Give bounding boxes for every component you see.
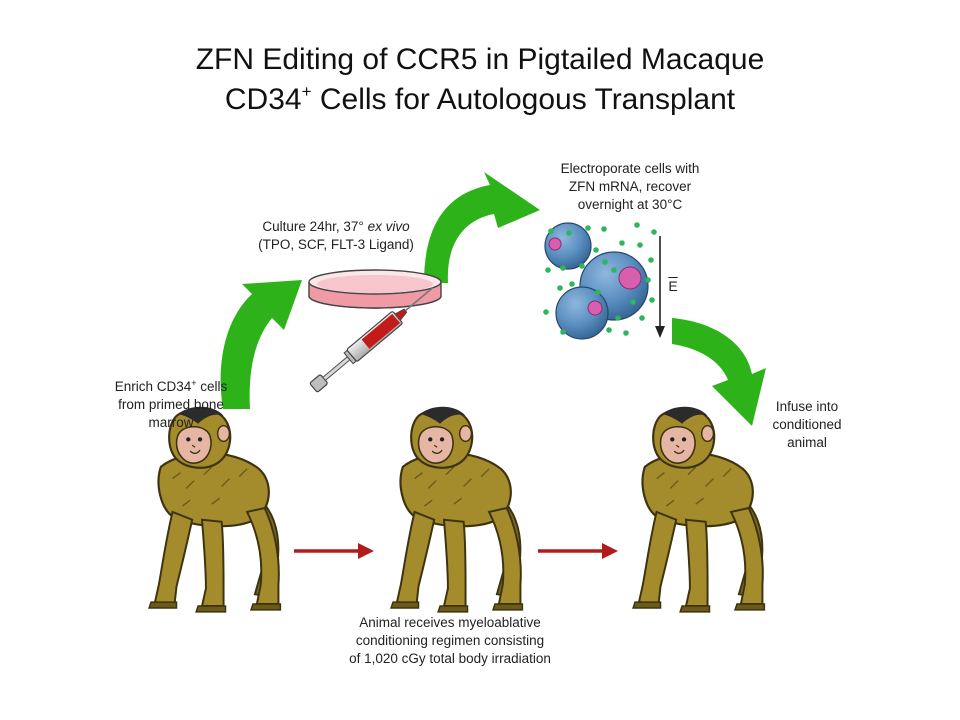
label-culture-line1: Culture 24hr, 37° ex vivo	[236, 218, 436, 236]
macaque-icon	[632, 405, 766, 613]
title-rest: Cells for Autologous Transplant	[311, 83, 736, 116]
title-line-2: CD34+ Cells for Autologous Transplant	[0, 80, 960, 120]
label-culture-pre: Culture 24hr, 37°	[262, 219, 368, 234]
label-infuse: Infuse into conditioned animal	[762, 398, 852, 452]
label-infuse-line1: Infuse into	[775, 399, 839, 414]
syringe-icon	[309, 286, 434, 393]
label-infuse-line2: conditioned	[772, 417, 842, 432]
label-conditioning-line1: Animal receives myeloablative	[359, 615, 541, 630]
electric-field-arrow	[655, 236, 665, 338]
green-arrow-electroporate-to-infuse	[672, 318, 766, 426]
title-superscript: +	[301, 82, 312, 101]
green-arrow-culture-to-electroporate	[424, 172, 540, 283]
label-enrich-post: cells	[196, 379, 228, 394]
label-conditioning: Animal receives myeloablative conditioni…	[320, 614, 580, 668]
label-culture: Culture 24hr, 37° ex vivo (TPO, SCF, FLT…	[236, 218, 436, 254]
macaque-icon	[390, 405, 524, 613]
green-arrow-enrich-to-culture	[220, 280, 302, 409]
label-enrich-pre: Enrich CD34	[114, 379, 192, 394]
macaque-icon	[148, 405, 282, 613]
label-enrich-line2: from primed bone	[118, 397, 224, 412]
title-line-1: ZFN Editing of CCR5 in Pigtailed Macaque	[195, 43, 765, 76]
cell-cluster-icon	[544, 222, 649, 340]
petri-dish-icon	[308, 269, 442, 309]
label-electroporate: Electroporate cells with ZFN mRNA, recov…	[530, 160, 730, 214]
red-arrow-2	[538, 543, 618, 559]
label-enrich-line1: Enrich CD34+ cells	[96, 378, 246, 396]
title-cd34: CD34	[224, 83, 302, 116]
label-culture-em: ex vivo	[367, 219, 410, 234]
label-field-e: E	[668, 278, 678, 294]
red-arrow-1	[294, 543, 374, 559]
label-conditioning-line3: of 1,020 cGy total body irradiation	[349, 651, 551, 666]
label-infuse-line3: animal	[787, 435, 827, 450]
label-enrich-sup: +	[191, 378, 197, 388]
label-conditioning-line2: conditioning regimen consisting	[355, 633, 545, 648]
zfn-mrna-dots	[543, 222, 657, 336]
label-electroporate-line1: Electroporate cells with	[560, 161, 700, 176]
label-electroporate-line3: overnight at 30°C	[577, 197, 683, 212]
label-electroporate-line2: ZFN mRNA, recover	[568, 179, 692, 194]
label-culture-line2: (TPO, SCF, FLT-3 Ligand)	[258, 237, 414, 252]
label-enrich: Enrich CD34+ cells from primed bone marr…	[96, 378, 246, 432]
slide-title: ZFN Editing of CCR5 in Pigtailed Macaque…	[0, 40, 960, 120]
label-enrich-line3: marrow	[148, 415, 194, 430]
